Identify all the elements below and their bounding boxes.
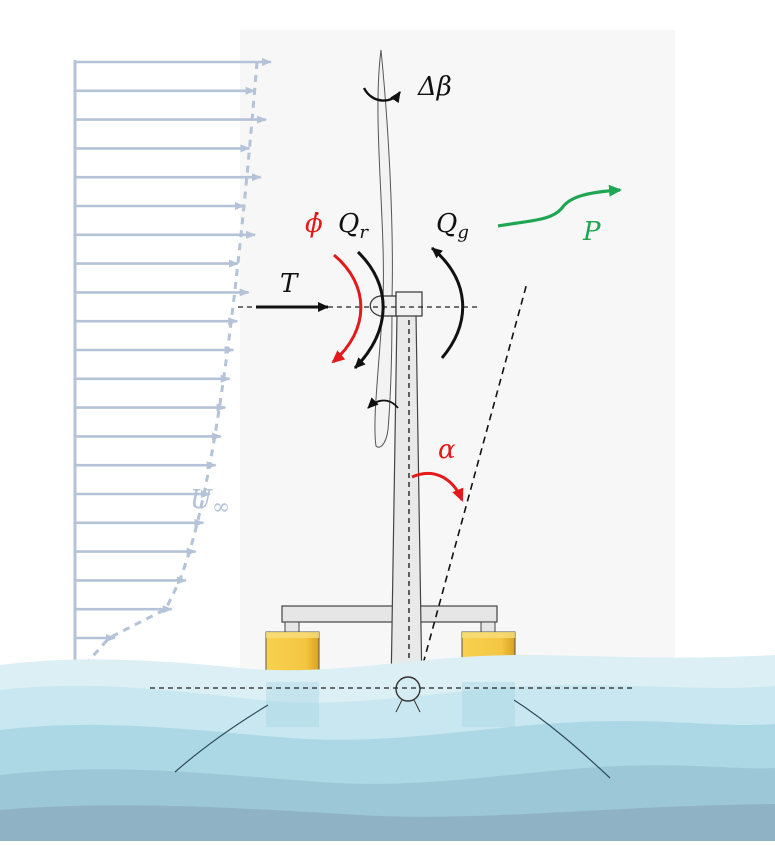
generator-torque-label: Qg [436, 209, 469, 243]
generator-torque-arrow [431, 246, 465, 359]
platform-deck [281, 605, 498, 623]
float-left-submerged [266, 682, 319, 727]
wind-speed-label: U∞ [190, 485, 230, 520]
mooring-line-right [513, 699, 611, 779]
sea [0, 655, 775, 841]
mooring-line-left [174, 704, 269, 773]
central-column [395, 676, 421, 702]
tilted-reference-line [419, 282, 528, 676]
tower-rotation-arrow [367, 397, 399, 409]
tower [390, 313, 423, 691]
rotor-blade [374, 49, 393, 448]
thrust-label: T [280, 269, 299, 299]
power-output-arrow [497, 184, 622, 228]
deck-support-right [480, 621, 496, 633]
rotor-torque-arrow [353, 250, 385, 370]
rotor-torque-label: Qr [338, 209, 369, 243]
tilt-angle-label: α [438, 435, 456, 465]
platform-rate-label: ϕ̇ [305, 209, 323, 239]
tilt-angle-arrow [411, 472, 464, 502]
pitch-increment-label: Δβ [417, 72, 452, 102]
float-right-submerged [462, 682, 515, 727]
power-label: P [582, 217, 601, 247]
deck-support-left [284, 621, 300, 633]
wind-profile-arrows-icon [75, 58, 272, 642]
platform-rate-arrow [331, 253, 363, 364]
wind-profile-envelope [83, 61, 259, 666]
background-panel [240, 30, 675, 670]
nacelle [395, 291, 423, 317]
pitch-rotation-arrow [362, 87, 401, 104]
